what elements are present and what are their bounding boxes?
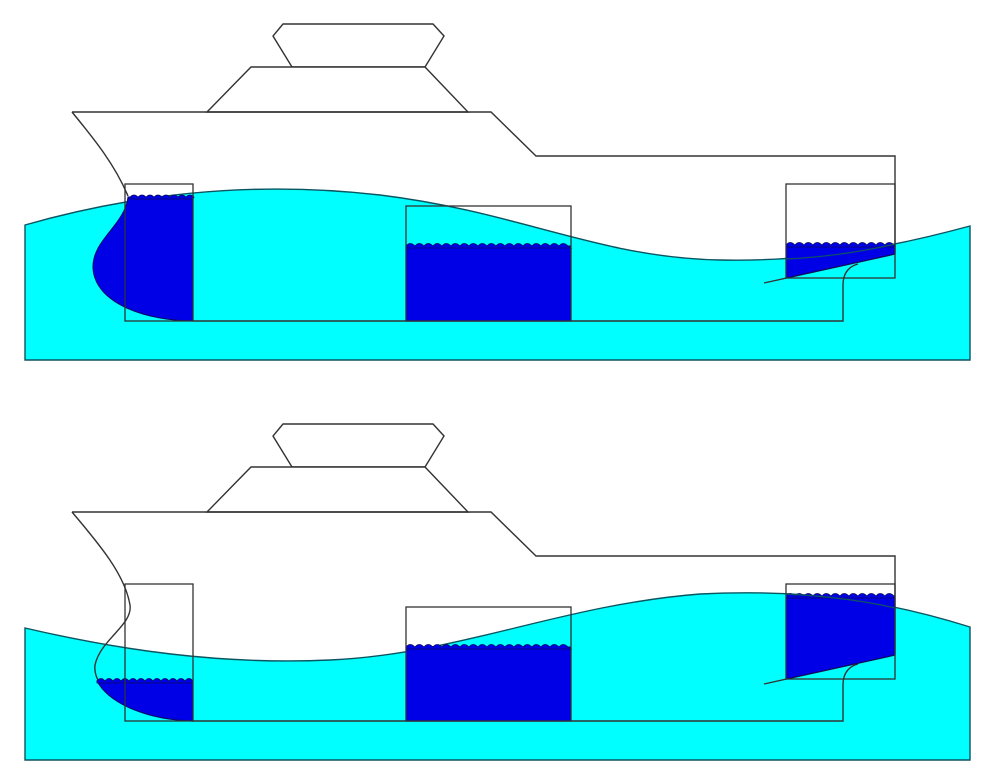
- stern-tank-surface-top: [785, 242, 896, 248]
- midship-tank-box-bottom: [405, 606, 572, 722]
- bridge-top: [272, 23, 445, 68]
- bow-tank-box-top: [124, 183, 194, 322]
- stern-tank-box-bottom: [785, 583, 896, 680]
- waterline-through-stern-bottom: [785, 593, 896, 609]
- deckhouse-bottom: [205, 466, 470, 513]
- midship-tank-water-top: [405, 245, 572, 322]
- bow-tank-box-bottom: [124, 583, 194, 722]
- stern-tank-surface-bottom: [785, 593, 896, 599]
- panel-bottom: [24, 423, 971, 761]
- midship-tank-water-bottom: [405, 646, 572, 722]
- waterline-through-stern-top: [785, 243, 896, 260]
- deckhouse-top: [205, 66, 470, 113]
- keel-bottom: [193, 663, 859, 722]
- bow-tank-surface-top: [129, 194, 195, 200]
- midship-tank-box-top: [405, 205, 572, 322]
- keel-top: [193, 263, 859, 322]
- stern-tank-box-top: [785, 183, 896, 279]
- bridge-bottom: [272, 423, 445, 468]
- bow-tank-water-top: [92, 196, 194, 322]
- bow-tank-surface-bottom: [96, 678, 194, 684]
- midship-tank-surface-bottom: [405, 644, 573, 650]
- panel-top: [24, 23, 971, 361]
- bow-curve-top: [71, 111, 129, 197]
- midship-tank-surface-top: [405, 243, 573, 249]
